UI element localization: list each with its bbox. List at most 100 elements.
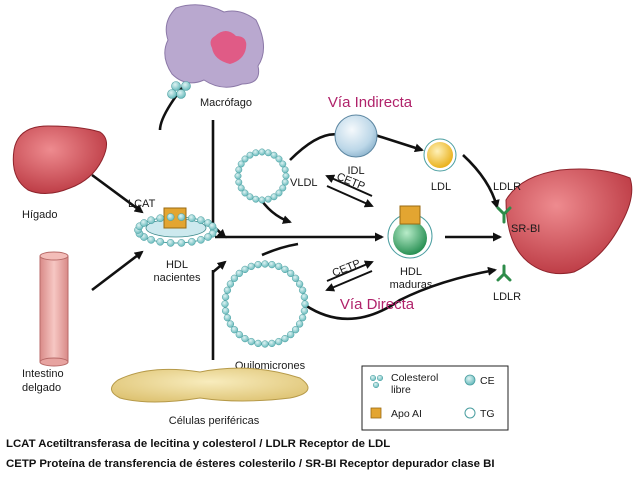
quilomicrones: Quilomicrones [221, 260, 309, 372]
quilo-to-ldlr-arrow [304, 266, 497, 321]
cholesterol-bead [241, 265, 249, 274]
cholesterol-bead [287, 269, 295, 278]
footer: LCAT Acetiltransferasa de lecitina y col… [0, 431, 638, 479]
cholesterol-bead [282, 172, 290, 180]
cholesterol-bead [140, 219, 148, 227]
hdl-nacientes-label-2: nacientes [153, 272, 201, 284]
cholesterol-bead [268, 260, 276, 269]
cholesterol-bead [258, 196, 266, 204]
cholesterol-bead [235, 166, 243, 174]
hdl-nacientes-beads [134, 213, 218, 247]
cholesterol-bead [264, 195, 272, 203]
hdl-maduras-label-2: maduras [390, 279, 433, 291]
legend-ce: CE [480, 375, 495, 387]
cholesterol-bead [221, 300, 229, 308]
cholesterol-bead [281, 265, 289, 274]
intestine: Intestino delgado [22, 251, 69, 394]
cholesterol-bead [279, 184, 287, 192]
hdl-maduras: HDL maduras [387, 205, 433, 291]
cholesterol-bead [268, 339, 276, 348]
cholesterol-bead [279, 160, 287, 168]
cholesterol-bead [235, 178, 243, 186]
cholesterol-bead [241, 189, 249, 197]
ldl: LDL [423, 138, 457, 193]
cholesterol-bead [300, 293, 309, 301]
cholesterol-bead [275, 189, 283, 197]
cetp-bottom-arrow-b [325, 270, 373, 292]
cholesterol-bead [235, 269, 243, 278]
cholesterol-bead [270, 193, 278, 201]
cholesterol-bead [261, 340, 269, 348]
cholesterol-bead [241, 334, 249, 343]
vldl-to-idl-line [289, 133, 341, 161]
cholesterol-bead [252, 195, 260, 203]
cholesterol-bead [275, 155, 283, 163]
cholesterol-bead [208, 222, 217, 231]
cholesterol-bead [247, 262, 255, 271]
macrophage: Macrófago [164, 4, 264, 109]
liver-to-hdl-arrow [91, 173, 144, 214]
cholesterol-bead [156, 237, 165, 246]
celulas-perifericas: Células periféricas [111, 367, 309, 427]
cholesterol-bead [258, 148, 266, 156]
legend: Colesterol libre CE Apo AI TG [361, 365, 509, 431]
cholesterol-bead [187, 214, 196, 223]
cholesterol-bead [156, 214, 165, 223]
cholesterol-bead [234, 172, 242, 180]
cholesterol-bead [252, 149, 260, 157]
cholesterol-bead [204, 233, 212, 241]
quilomicrones-beads [221, 260, 309, 348]
cholesterol-bead [223, 314, 232, 322]
quilo-to-center-line [261, 242, 299, 257]
ldlr-receptor-bottom: LDLR [493, 264, 521, 303]
hdl-apo-square [399, 205, 421, 225]
cetp-bottom-arrow-a [326, 260, 374, 282]
intestino-label-1: Intestino [22, 368, 64, 380]
cholesterol-bead [147, 235, 155, 244]
legend-colesterol-1: Colesterol [391, 372, 438, 384]
cholesterol-bead [270, 151, 278, 159]
cholesterol-bead [197, 235, 205, 244]
cholesterol-bead [246, 193, 254, 201]
cholesterol-bead [275, 337, 283, 346]
tg-legend-icon [464, 407, 476, 419]
liver-right: SR-BI [505, 168, 633, 275]
cholesterol-bead [281, 334, 289, 343]
cholesterol-bead [166, 213, 175, 221]
cholesterol-bead [226, 320, 235, 328]
cholesterol-bead [177, 239, 186, 247]
cholesterol-bead [230, 274, 239, 282]
cholesterol-bead [147, 216, 155, 225]
hdl-nacientes: LCAT HDL nacientes [128, 198, 218, 284]
idl-to-ldl-arrow [374, 133, 424, 153]
cholesterol-bead [187, 237, 196, 246]
apo-legend-icon [370, 407, 382, 419]
flow-arrows [91, 54, 502, 360]
cholesterol-bead [264, 149, 272, 157]
cetp-top-arrow-a [326, 185, 374, 208]
ce-legend-icon [464, 374, 476, 386]
legend-colesterol-2: libre [391, 384, 411, 396]
ldl-to-ldlr-arrow [462, 154, 500, 209]
colesterol-legend-icon [369, 374, 377, 382]
cholesterol-bead [291, 326, 300, 334]
cholesterol-bead [287, 330, 295, 339]
cholesterol-bead [235, 330, 243, 339]
vldl-label: VLDL [290, 177, 318, 189]
cholesterol-bead [197, 216, 205, 225]
via-directa-label: Vía Directa [340, 296, 415, 313]
cholesterol-bead [221, 307, 230, 315]
legend-apo: Apo AI [391, 408, 422, 420]
hdl-nacientes-label-1: HDL [166, 259, 188, 271]
via-indirecta-label: Vía Indirecta [328, 94, 413, 111]
idl: IDL [334, 114, 378, 177]
cetp-top-arrow-b [325, 174, 373, 197]
cholesterol-bead [237, 160, 245, 168]
cholesterol-bead [295, 320, 304, 328]
cholesterol-bead [291, 274, 300, 282]
cholesterol-bead [275, 262, 283, 271]
ldlr-bottom-label: LDLR [493, 291, 521, 303]
cholesterol-bead [241, 155, 249, 163]
cholesterol-bead [237, 184, 245, 192]
